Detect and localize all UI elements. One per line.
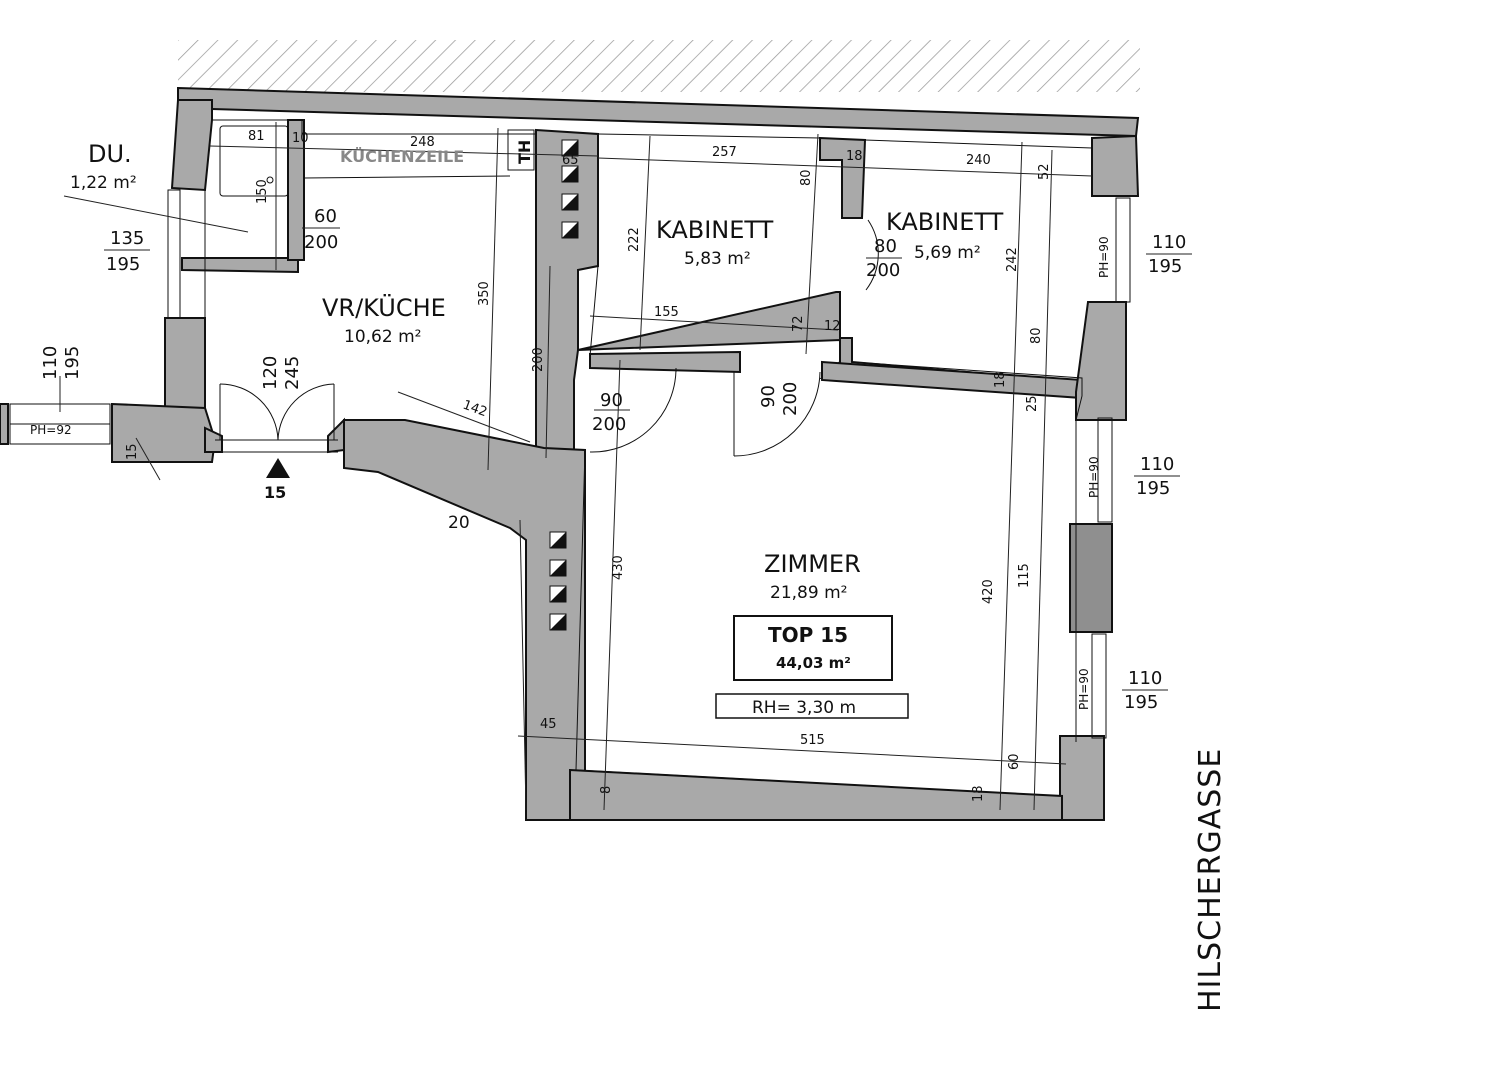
dim-242: 242 (1005, 247, 1020, 272)
door-swings (219, 219, 879, 457)
dim-60: 60 (1007, 753, 1022, 770)
zimmer-window2-parapet: PH=90 (1077, 668, 1091, 710)
dim-430: 430 (611, 555, 626, 580)
chimney-flues (549, 139, 579, 631)
dim-240: 240 (966, 153, 991, 168)
dim-10: 10 (292, 131, 309, 146)
dim-115: 115 (1017, 563, 1032, 588)
left-window-width: 110 (40, 346, 61, 380)
opening-labels: 60 200 135 195 110 195 PH=92 120 245 80 … (30, 206, 1192, 713)
dim-150: 150 (255, 179, 270, 204)
du-door-width: 60 (314, 206, 337, 227)
neighbour-hatch (178, 40, 1140, 92)
room-labels: DU. 1,22 m² VR/KÜCHE 10,62 m² KABINETT 5… (70, 140, 1004, 603)
dim-15: 15 (125, 443, 140, 460)
zimmer-window2-height: 195 (1124, 692, 1158, 713)
unit-area: 44,03 m² (776, 654, 851, 672)
entry-door-width: 120 (260, 356, 281, 390)
room-zimmer-name: ZIMMER (764, 550, 861, 578)
dim-18b: 18 (993, 371, 1008, 388)
kueche-door-height: 200 (592, 414, 626, 435)
zimmer-window1-width: 110 (1140, 454, 1174, 475)
du-door-height: 200 (304, 232, 338, 253)
dim-81: 81 (248, 129, 265, 144)
dim-20: 20 (448, 513, 470, 533)
entry-door-height: 245 (282, 356, 303, 390)
dim-45: 45 (540, 717, 557, 732)
dimension-lines (59, 122, 1093, 811)
th-label: TH (515, 140, 534, 164)
dim-18a: 18 (846, 149, 863, 164)
zimmer-window2-width: 110 (1128, 668, 1162, 689)
dim-515: 515 (800, 733, 825, 748)
zimmer-door-width: 90 (758, 385, 779, 408)
windows (9, 189, 1131, 739)
dimension-labels: 81 10 248 65 257 18 240 52 150 80 222 24… (125, 129, 1052, 802)
zimmer-window1-parapet: PH=90 (1087, 456, 1101, 498)
dim-72: 72 (791, 315, 806, 332)
entrance-number: 15 (264, 483, 286, 502)
dim-80a: 80 (799, 169, 814, 186)
room-outlines (204, 119, 1093, 797)
dim-420: 420 (981, 579, 996, 604)
dim-222: 222 (627, 227, 642, 252)
room-vr-kueche-area: 10,62 m² (344, 327, 421, 347)
room-du-area: 1,22 m² (70, 173, 137, 193)
walls (0, 86, 1140, 821)
room-du-name: DU. (88, 140, 132, 168)
dim-12: 12 (824, 319, 841, 334)
unit-name: TOP 15 (768, 623, 848, 647)
kab2-window-height: 195 (1148, 256, 1182, 277)
dim-18c: 18 (971, 785, 986, 802)
kab2-window-width: 110 (1152, 232, 1186, 253)
kitchen-counter-label: KÜCHENZEILE (340, 147, 464, 166)
dim-248: 248 (410, 135, 435, 150)
kab2-door-width: 80 (874, 236, 897, 257)
dim-8: 8 (599, 786, 614, 794)
kueche-door-width: 90 (600, 390, 623, 411)
dim-25: 25 (1025, 395, 1040, 412)
dim-200: 200 (531, 347, 546, 372)
room-kabinett1-name: KABINETT (656, 216, 774, 244)
du-window-width: 135 (110, 228, 144, 249)
dim-80b: 80 (1029, 327, 1044, 344)
dim-257: 257 (712, 145, 737, 160)
room-kabinett2-area: 5,69 m² (914, 243, 981, 263)
kab2-door-height: 200 (866, 260, 900, 281)
kab2-window-parapet: PH=90 (1097, 236, 1111, 278)
room-vr-kueche-name: VR/KÜCHE (322, 293, 446, 322)
dim-155: 155 (654, 305, 679, 320)
zimmer-window1-height: 195 (1136, 478, 1170, 499)
room-kabinett2-name: KABINETT (886, 208, 1004, 236)
dim-350: 350 (477, 281, 492, 306)
street-name: HILSCHERGASSE (1193, 748, 1228, 1012)
left-window-parapet: PH=92 (30, 423, 72, 437)
unit-summary: TOP 15 44,03 m² RH= 3,30 m (715, 615, 909, 719)
room-zimmer-area: 21,89 m² (770, 583, 847, 603)
room-kabinett1-area: 5,83 m² (684, 249, 751, 269)
du-window-height: 195 (106, 254, 140, 275)
dim-65: 65 (562, 153, 579, 168)
entrance-marker: 15 (264, 458, 290, 502)
left-window-height: 195 (62, 346, 83, 380)
room-height: RH= 3,30 m (752, 698, 856, 718)
dim-52: 52 (1037, 163, 1052, 180)
zimmer-door-height: 200 (780, 382, 801, 416)
